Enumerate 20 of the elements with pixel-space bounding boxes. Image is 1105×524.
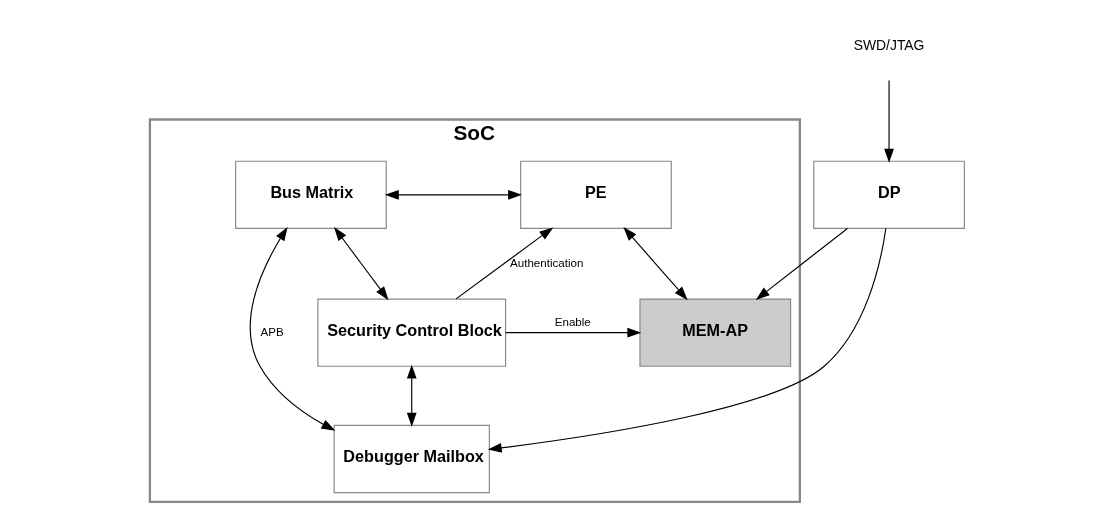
arrow [455,227,554,300]
arrow [755,227,848,300]
arrow [884,79,894,163]
node-box: Security Control Block [317,298,507,367]
node-box: MEM-AP [639,298,792,367]
edge-label: APB [260,325,284,338]
node-box: Debugger Mailbox [333,424,490,494]
arrow [487,227,887,453]
node-box: Bus Matrix [235,160,387,229]
arrow [623,227,688,301]
arrow [406,364,417,427]
arrow [505,327,642,338]
node-box: PE [520,160,672,229]
node-box: DP [813,160,965,229]
arrow [249,226,336,431]
edge-label: Enable [554,315,591,328]
arrow [384,189,523,200]
edge-label: Authentication [510,256,584,269]
arrow [334,227,389,301]
node-text: SWD/JTAG [853,37,925,54]
